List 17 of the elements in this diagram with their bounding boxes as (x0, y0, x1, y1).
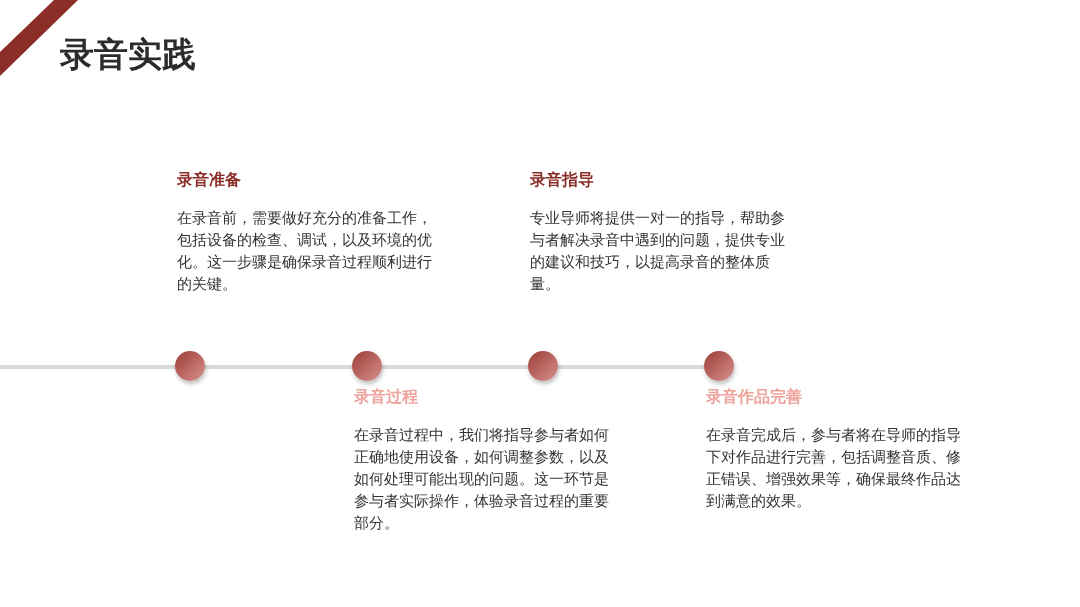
title: 录音实践 (60, 33, 196, 76)
timeline-line (558, 365, 704, 369)
timeline-line (0, 365, 175, 369)
timeline-line (382, 365, 528, 369)
timeline-line (205, 365, 352, 369)
timeline-dot (528, 351, 558, 381)
step-heading: 录音作品完善 (706, 387, 803, 408)
step-description: 专业导师将提供一对一的指导，帮助参与者解决录音中遇到的问题，提供专业的建议和技巧，以提高录音的整体质量。 (530, 208, 786, 295)
timeline-dot (704, 351, 734, 381)
step-description: 在录音前，需要做好充分的准备工作，包括设备的检查、调试，以及环境的优化。这一步骤是确保录音过程顺利进行的关键。 (177, 208, 433, 295)
timeline-dot (352, 351, 382, 381)
step-heading: 录音指导 (530, 170, 595, 191)
step-description: 在录音过程中，我们将指导参与者如何正确地使用设备，如何调整参数，以及如何处理可能出现的问题。这一环节是参与者实际操作，体验录音过程的重要部分。 (354, 425, 610, 534)
step-description: 在录音完成后，参与者将在导师的指导下对作品进行完善，包括调整音质、修正错误、增强效果等，确保最终作品达到满意的效果。 (706, 425, 962, 512)
timeline-dot (175, 351, 205, 381)
step-heading: 录音过程 (354, 387, 419, 408)
step-heading: 录音准备 (177, 170, 242, 191)
